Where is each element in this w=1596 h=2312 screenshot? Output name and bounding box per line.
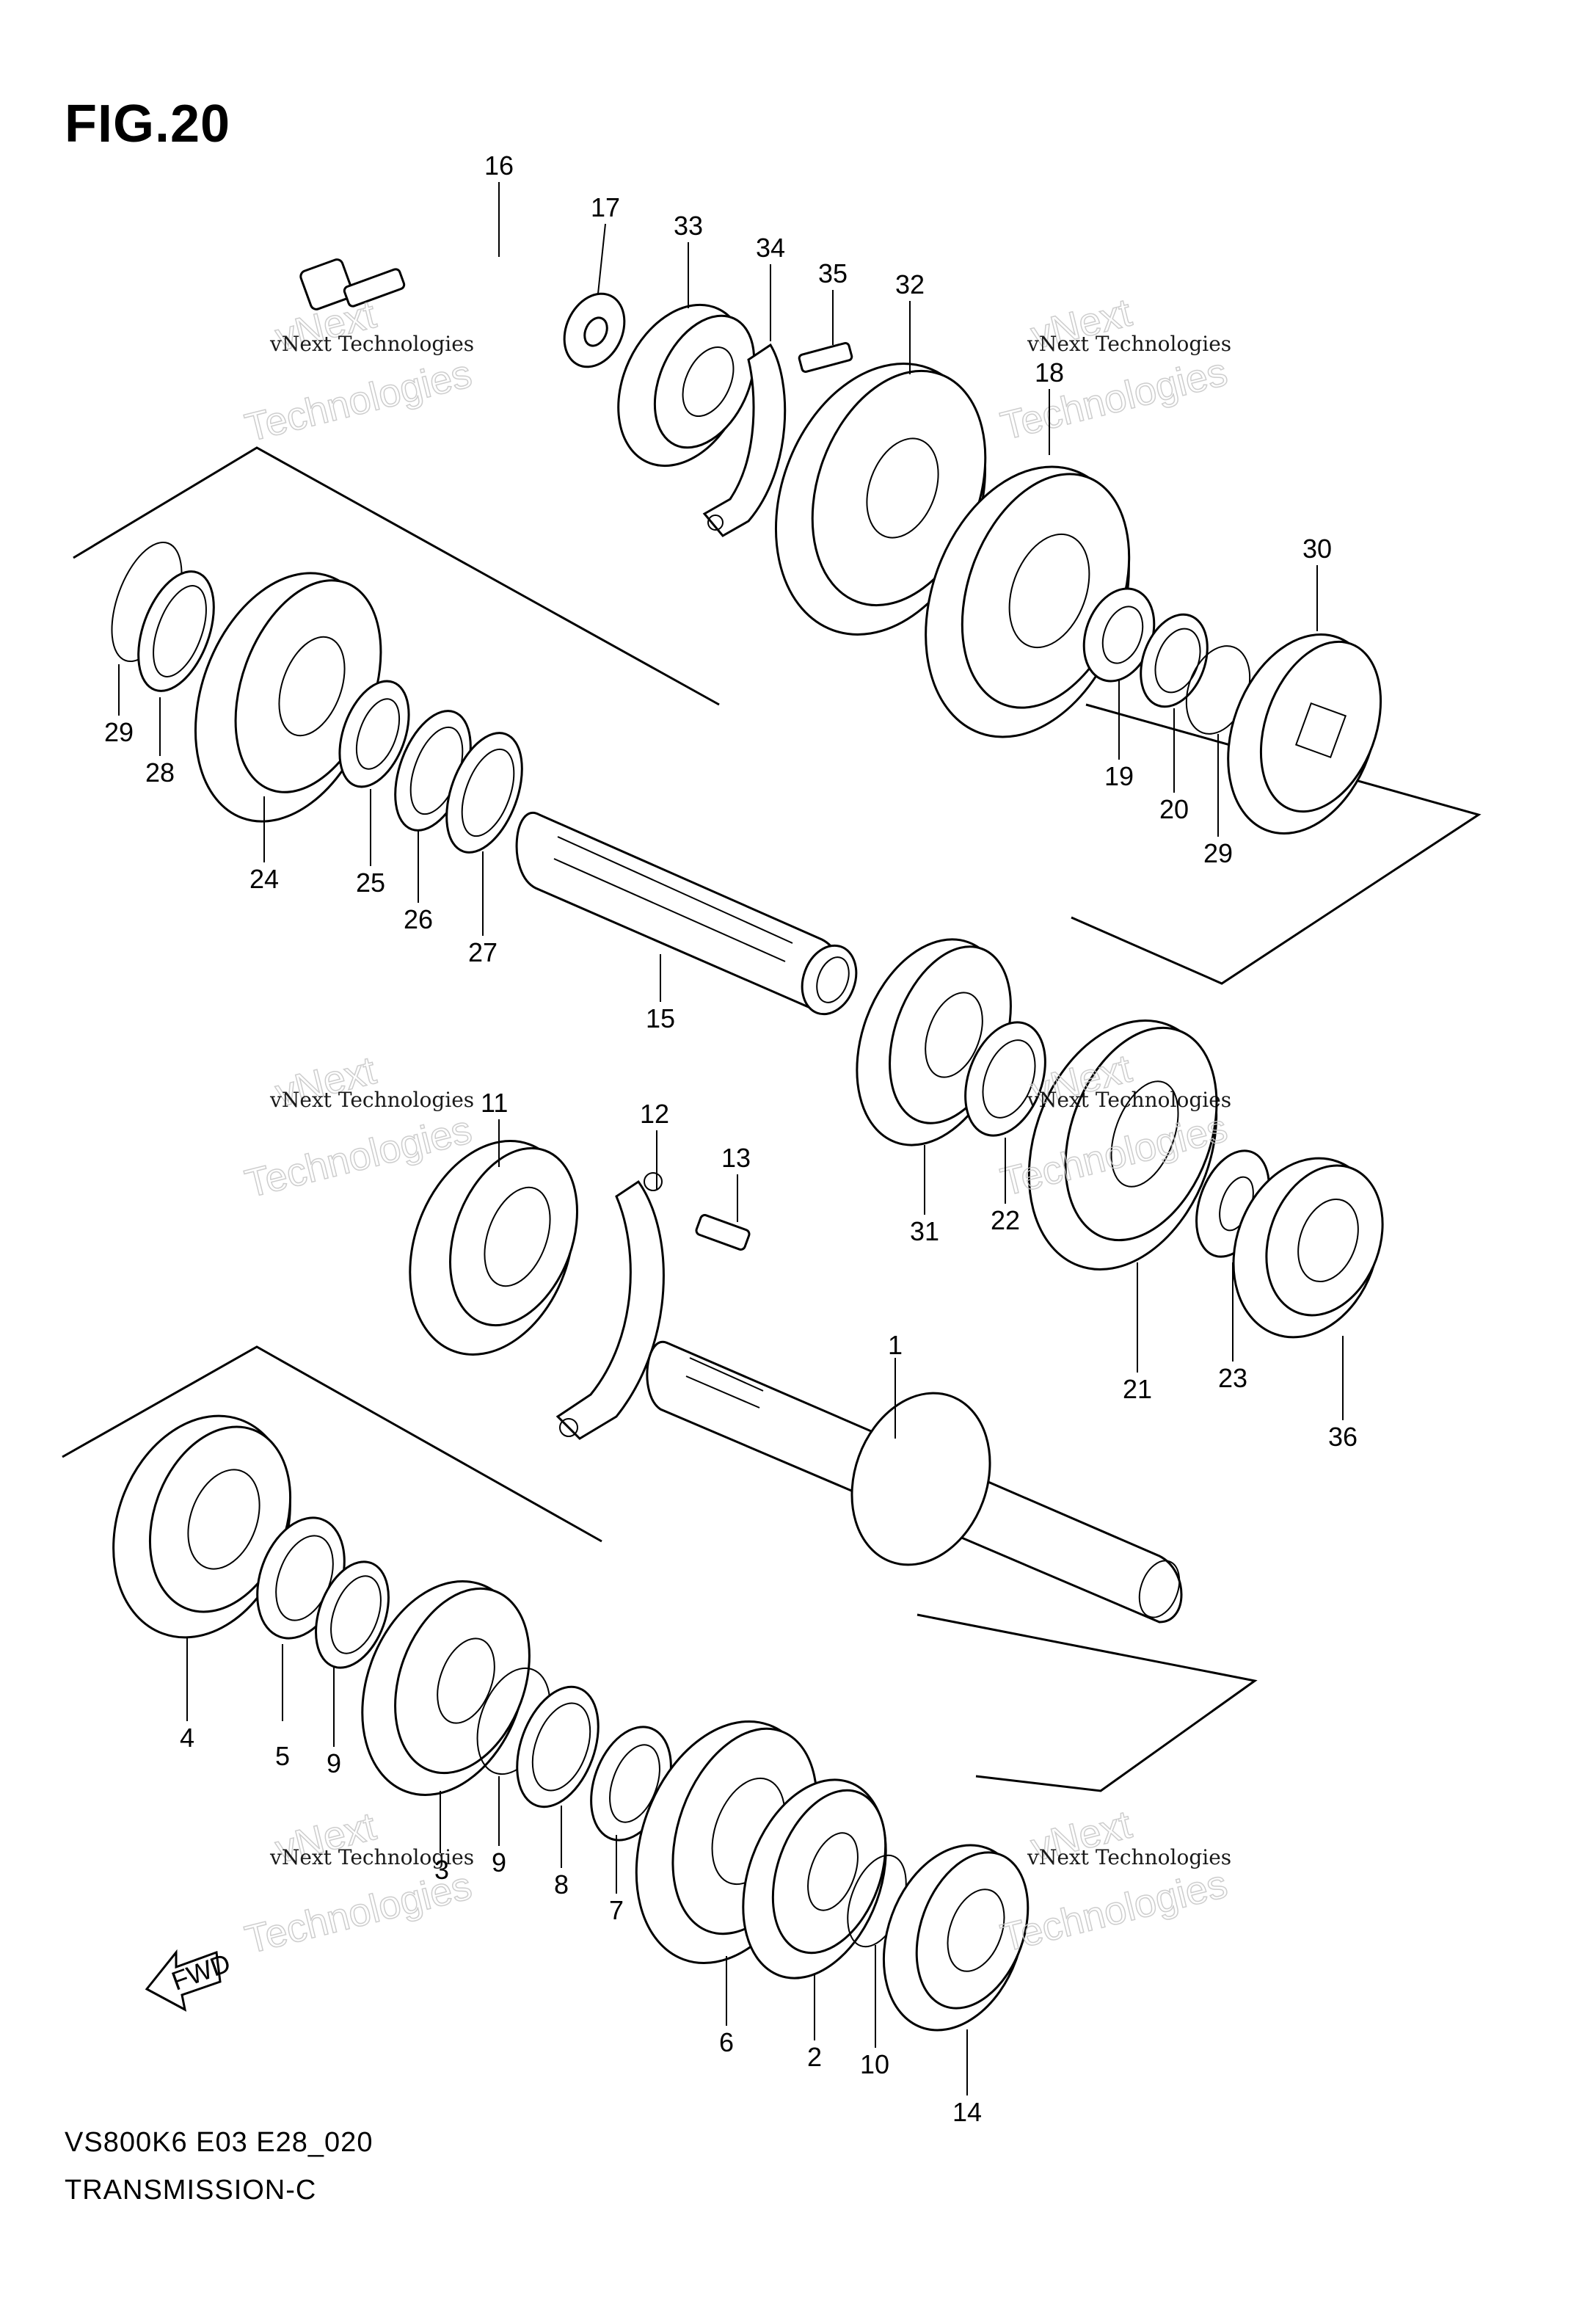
callout-3: 3 [434,1855,449,1885]
figure-title: FIG.20 [65,95,231,153]
callout-labels: 1 2 3 4 5 6 7 8 9 9 10 11 12 13 14 15 16… [104,150,1358,2127]
diagram-name: TRANSMISSION-C [65,2175,317,2206]
bearing-14 [882,1844,1030,2032]
callout-22: 22 [991,1205,1020,1235]
gear-4 [112,1414,292,1639]
fwd-arrow-icon: FWD [145,1947,234,2012]
callout-1: 1 [888,1330,903,1360]
diagram-code: VS800K6 E03 E28_020 [65,2127,374,2158]
callout-21: 21 [1123,1374,1152,1404]
retainer-plate-12 [555,1172,665,1440]
bearing-33 [617,303,756,468]
countershaft-group-frame [73,446,720,706]
callout-19: 19 [1104,761,1134,791]
watermark-text: vNext Technologies [269,332,474,356]
mainshaft-group-frame-right [917,1613,1258,1792]
bolt-16 [299,258,406,310]
gear-2 [742,1778,887,1980]
gear-24 [194,572,382,823]
callout-30: 30 [1302,534,1332,564]
callout-14: 14 [952,2097,982,2127]
callout-4: 4 [180,1723,194,1753]
watermark-company: Technologies [996,1862,1231,1960]
callout-27: 27 [468,937,498,967]
callout-12: 12 [640,1099,669,1129]
watermark-text: vNext Technologies [1027,1088,1231,1112]
callout-31: 31 [910,1216,939,1246]
retainer-plate-34 [702,343,787,537]
bushing-25 [338,680,410,788]
callout-25: 25 [356,868,385,898]
gear-30 [1227,633,1382,835]
callout-17: 17 [591,192,620,222]
callout-33: 33 [674,211,703,241]
callout-29b: 29 [1203,838,1233,868]
callout-10: 10 [860,2049,889,2079]
circlip-27 [445,732,523,854]
callout-11: 11 [481,1088,508,1118]
callout-8: 8 [554,1869,569,1900]
callout-9a: 9 [327,1748,341,1778]
callout-9b: 9 [492,1847,506,1877]
callout-16: 16 [484,150,514,181]
washer-17 [563,292,626,368]
screw-35 [798,341,853,374]
callout-26: 26 [404,904,433,934]
callout-24: 24 [249,864,279,894]
watermark-text: vNext Technologies [1027,1845,1231,1869]
callout-2: 2 [807,2042,822,2072]
callout-32: 32 [895,269,925,299]
callout-20: 20 [1159,794,1189,824]
watermark-text: vNext Technologies [269,1088,474,1112]
callout-18: 18 [1035,357,1064,388]
bearing-36 [1232,1157,1384,1339]
mainshaft-group-frame [62,1345,602,1543]
callout-29a: 29 [104,717,134,747]
callout-6: 6 [719,2027,734,2057]
screw-13 [695,1214,751,1251]
gear-21 [1027,1019,1218,1270]
leader-lines [118,182,1344,2095]
callout-34: 34 [756,233,785,263]
callout-28: 28 [145,757,175,788]
callout-7: 7 [609,1895,624,1925]
gear-3 [361,1580,531,1796]
callout-36: 36 [1328,1422,1358,1452]
callout-35: 35 [818,258,848,288]
washer-28 [137,570,215,692]
callout-5: 5 [275,1741,290,1771]
countershaft-15 [515,811,858,1016]
mainshaft-1 [646,1340,1183,1624]
callout-23: 23 [1218,1363,1247,1393]
watermark-text: vNext Technologies [1027,332,1231,356]
washer-8 [516,1685,600,1808]
bearing-11 [409,1140,578,1356]
watermark-company: Technologies [996,350,1231,448]
callout-15: 15 [646,1003,675,1033]
callout-13: 13 [721,1143,751,1173]
bushing-22 [964,1021,1046,1137]
